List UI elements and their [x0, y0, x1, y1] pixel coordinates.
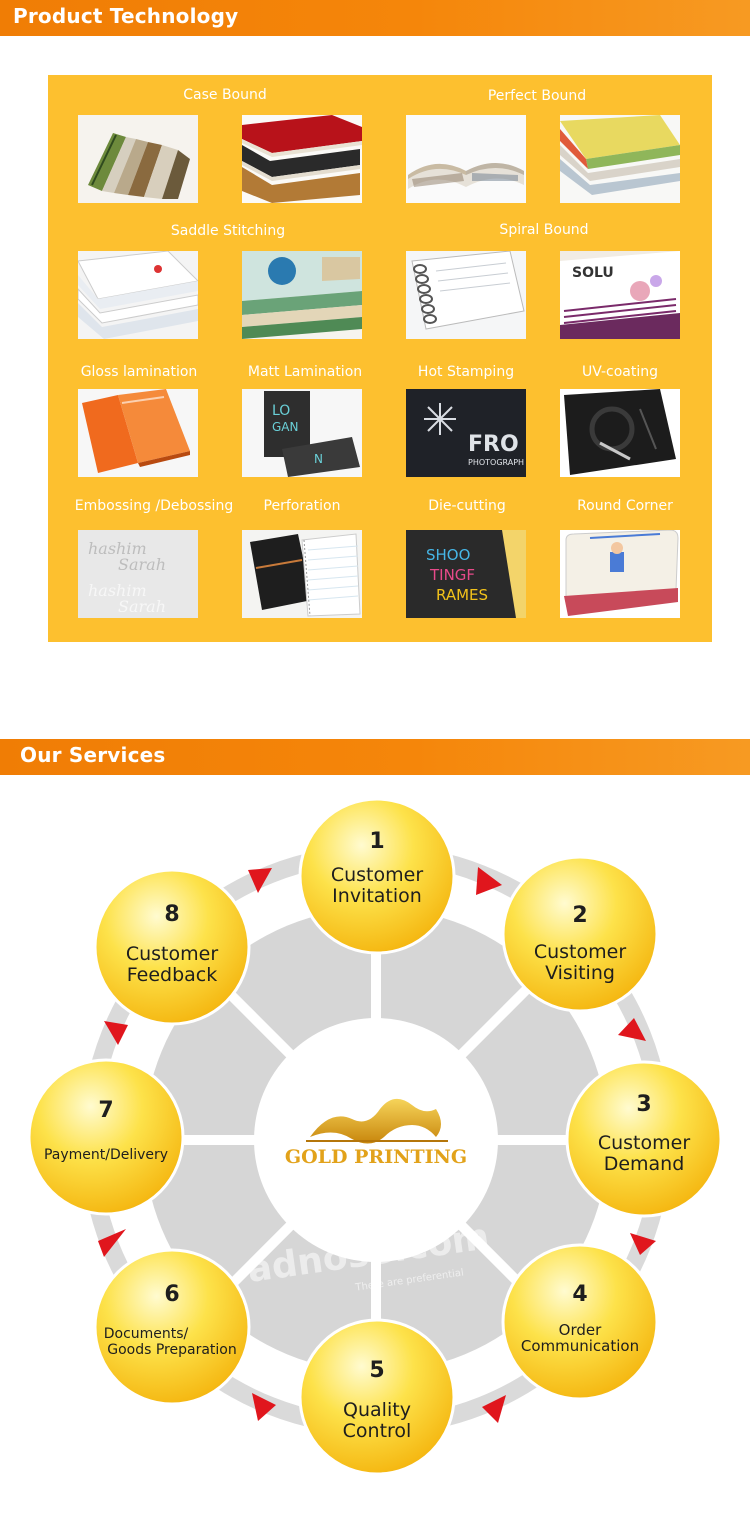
- step-3-line-1: Customer: [598, 1132, 690, 1154]
- step-4-line-1: Order: [559, 1321, 602, 1339]
- label-case-bound: Case Bound: [183, 87, 267, 103]
- die-cutting-image: SHOO TINGF RAMES: [406, 530, 526, 618]
- step-8-circle: [93, 868, 251, 1026]
- perfect-bound-image-2: [560, 115, 680, 203]
- label-hot-stamping: Hot Stamping: [417, 364, 515, 380]
- label-round-corner: Round Corner: [577, 498, 673, 514]
- step-6-circle: [93, 1248, 251, 1406]
- arrow-4-5: [482, 1395, 506, 1423]
- step-6-number: 6: [164, 1282, 179, 1307]
- emboss-text-3: hashim: [88, 581, 147, 600]
- matt-text-1: LO: [272, 403, 290, 419]
- die-text-1: SHOO: [426, 546, 470, 564]
- step-1-line-2: Invitation: [332, 885, 422, 907]
- arrow-2-3: [618, 1018, 646, 1041]
- round-corner-image: [560, 530, 680, 618]
- step-7-number: 7: [98, 1098, 113, 1123]
- flow-arrows: [98, 867, 656, 1423]
- logo-text: GOLD PRINTING: [285, 1146, 467, 1168]
- step-3-number: 3: [636, 1092, 651, 1117]
- label-uv-coating: UV-coating: [581, 364, 659, 380]
- saddle-stitching-image-1: [78, 251, 198, 339]
- step-5-line-1: Quality: [343, 1399, 411, 1421]
- step-2-circle: [501, 855, 659, 1013]
- label-matt-lamination: Matt Lamination: [247, 364, 363, 380]
- step-4-number: 4: [572, 1282, 587, 1307]
- step-1-line-1: Customer: [331, 864, 423, 886]
- label-embossing: Embossing /Debossing: [74, 498, 234, 514]
- step-7-circle: [27, 1058, 185, 1216]
- arrow-7-8: [104, 1021, 128, 1045]
- emboss-text-2: Sarah: [118, 555, 166, 574]
- case-bound-image-1: [78, 115, 198, 203]
- spiral-cover-text: SOLU: [572, 265, 614, 281]
- gloss-lamination-image: [78, 389, 198, 477]
- embossing-image: hashim Sarah hashim Sarah: [78, 530, 198, 618]
- perforation-image: [242, 530, 362, 618]
- saddle-stitching-image-2: [242, 251, 362, 339]
- label-saddle-stitching: Saddle Stitching: [170, 223, 286, 239]
- product-technology-panel: Case Bound Perfect Bound Saddle Stitchin…: [48, 75, 712, 642]
- arrow-3-4: [630, 1233, 656, 1255]
- perfect-bound-image-1: [406, 115, 526, 203]
- step-5-number: 5: [369, 1358, 384, 1383]
- services-section-title: Our Services: [20, 743, 166, 767]
- step-8-line-1: Customer: [126, 943, 218, 965]
- label-perfect-bound: Perfect Bound: [487, 88, 587, 104]
- uv-coating-image: [560, 389, 680, 477]
- hot-stamp-text: FRO: [468, 432, 519, 457]
- arrow-8-1: [248, 868, 272, 893]
- step-2-number: 2: [572, 903, 587, 928]
- product-technology-header: Product Technology: [0, 0, 750, 36]
- die-text-2: TINGF: [429, 566, 475, 584]
- step-4-line-2: Communication: [521, 1337, 639, 1355]
- step-5-circle: [298, 1318, 456, 1476]
- matt-text-2: GAN: [272, 420, 298, 434]
- step-2-line-2: Visiting: [545, 962, 615, 984]
- label-perforation: Perforation: [263, 498, 341, 514]
- step-3-circle: [565, 1060, 723, 1218]
- step-4-circle: [501, 1243, 659, 1401]
- label-gloss-lamination: Gloss lamination: [80, 364, 198, 380]
- arrow-5-6: [252, 1393, 276, 1421]
- spiral-bound-image-1: [406, 251, 526, 339]
- step-6-line-1: Documents/: [104, 1326, 189, 1342]
- step-3-line-2: Demand: [604, 1153, 685, 1175]
- step-8-line-2: Feedback: [127, 964, 217, 986]
- step-8-number: 8: [164, 902, 179, 927]
- gold-printing-logo: [306, 1098, 448, 1144]
- step-1-circle: [298, 797, 456, 955]
- step-2-line-1: Customer: [534, 941, 626, 963]
- step-5-line-2: Control: [343, 1420, 412, 1442]
- label-die-cutting: Die-cutting: [428, 498, 506, 514]
- arrow-1-2: [476, 867, 502, 895]
- our-services-header: Our Services: [0, 739, 750, 775]
- emboss-text-4: Sarah: [118, 597, 166, 616]
- services-diagram: GOLD PRINTING adnose.com There are prefe…: [0, 775, 750, 1515]
- section-title: Product Technology: [13, 4, 239, 28]
- hot-stamp-text-2: PHOTOGRAPH: [468, 458, 524, 467]
- step-7-line-1: Payment/Delivery: [44, 1147, 168, 1163]
- hot-stamping-image: FRO PHOTOGRAPH: [406, 389, 526, 477]
- die-text-3: RAMES: [436, 586, 488, 604]
- svg-text:N: N: [314, 452, 323, 466]
- step-6-line-2: Goods Preparation: [107, 1342, 237, 1358]
- emboss-text-1: hashim: [88, 539, 147, 558]
- case-bound-image-2: [242, 115, 362, 203]
- label-spiral-bound: Spiral Bound: [499, 222, 589, 238]
- step-1-number: 1: [369, 829, 384, 854]
- arrow-6-7: [98, 1229, 126, 1257]
- step-circles: [27, 797, 723, 1476]
- matt-lamination-image: LO GAN N: [242, 389, 362, 477]
- spiral-bound-image-2: SOLU: [560, 251, 680, 339]
